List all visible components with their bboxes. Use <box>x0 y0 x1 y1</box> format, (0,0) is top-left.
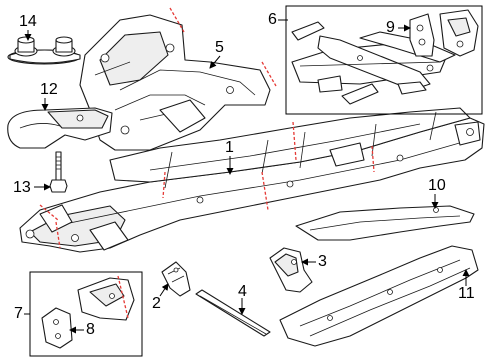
leader-lines <box>24 19 470 334</box>
heat-shield <box>295 205 475 241</box>
rear-crossmember-assembly <box>291 21 456 105</box>
body-mount-insulators <box>7 36 81 65</box>
callout-13: 13 <box>13 179 31 196</box>
callout-1: 1 <box>225 139 234 156</box>
callout-8: 8 <box>86 321 95 338</box>
frame-bolt <box>49 151 68 193</box>
skid-plate <box>279 245 479 347</box>
callout-5: 5 <box>215 39 224 56</box>
front-shield <box>7 107 113 149</box>
callout-6: 6 <box>268 11 277 28</box>
callout-10: 10 <box>428 177 446 194</box>
callout-7: 7 <box>14 305 23 322</box>
callout-11: 11 <box>458 285 475 302</box>
reinforcement-plate <box>77 275 135 321</box>
callout-14: 14 <box>19 13 37 30</box>
rear-bracket <box>409 9 479 57</box>
small-bracket <box>161 261 191 297</box>
callout-4: 4 <box>238 283 247 300</box>
main-frame <box>19 107 485 253</box>
part-6-group-box <box>285 5 483 115</box>
mounting-bracket <box>41 307 73 349</box>
cross-bar <box>195 289 271 337</box>
support-bracket <box>269 247 313 293</box>
callout-3: 3 <box>318 253 327 270</box>
callout-12: 12 <box>40 81 58 98</box>
callout-2: 2 <box>152 295 161 312</box>
callout-9: 9 <box>386 19 395 36</box>
front-crossmember <box>79 7 277 151</box>
